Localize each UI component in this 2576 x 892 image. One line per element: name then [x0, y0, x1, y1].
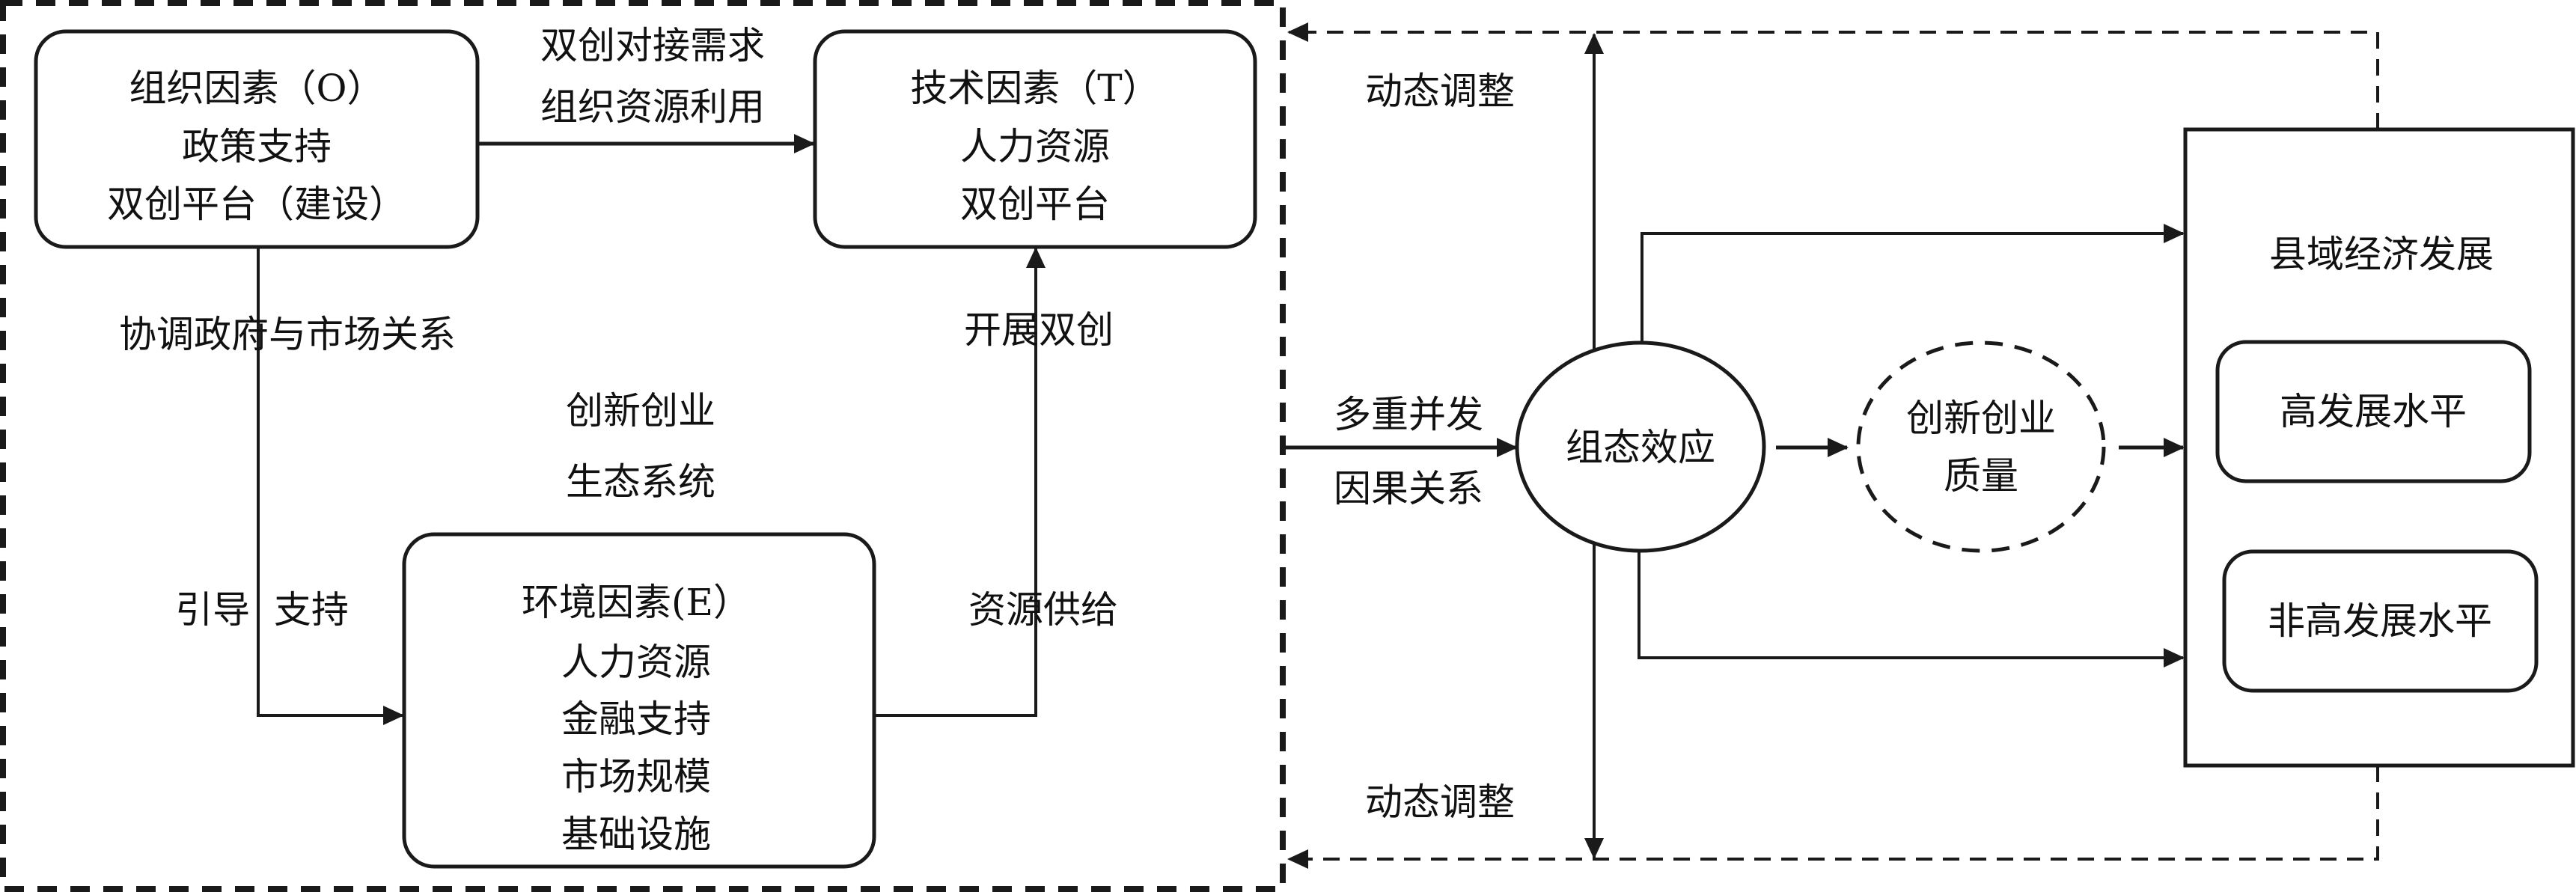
- configuration-effect-node: 组态效应: [1515, 340, 1766, 553]
- arrow-configuration-to-county-top: [1640, 224, 2185, 341]
- feedback-loop-top: [1287, 22, 2379, 129]
- environment-factor-line: 市场规模: [561, 755, 711, 798]
- edge-label-coordinate: 协调政府与市场关系: [119, 313, 456, 356]
- technology-factor-line: 人力资源: [960, 125, 1110, 168]
- dynamic-adjust-label-top: 动态调整: [1365, 70, 1515, 113]
- arrow-e-to-t: [874, 247, 1046, 717]
- ecosystem-label: 生态系统: [566, 460, 715, 504]
- configuration-effect-label: 组态效应: [1566, 426, 1715, 469]
- county-economic-development-box: 县域经济发展 高发展水平 非高发展水平: [2183, 127, 2575, 768]
- high-development-level-box: 高发展水平: [2215, 340, 2532, 483]
- arrow-o-to-e: [257, 247, 404, 725]
- environment-factor-line: 基础设施: [561, 813, 711, 856]
- edge-label-guide-support: 引导 支持: [175, 588, 349, 632]
- organization-factor-title: 组织因素（O）: [129, 67, 385, 110]
- non-high-development-label: 非高发展水平: [2268, 599, 2492, 643]
- environment-factor-line: 金融支持: [561, 697, 711, 741]
- innovation-quality-label: 创新创业: [1906, 397, 2056, 440]
- input-label: 多重并发: [1334, 393, 1483, 436]
- county-development-title: 县域经济发展: [2269, 233, 2494, 276]
- input-label: 因果关系: [1334, 467, 1483, 510]
- technology-factor-line: 双创平台: [960, 183, 1110, 226]
- environment-factor-title: 环境因素(E）: [522, 581, 751, 624]
- environment-factor-box: 环境因素(E） 人力资源 金融支持 市场规模 基础设施: [402, 532, 876, 869]
- edge-label-resource-supply: 资源供给: [968, 588, 1118, 632]
- technology-factor-title: 技术因素（T）: [910, 67, 1159, 110]
- high-development-label: 高发展水平: [2280, 390, 2467, 433]
- innovation-quality-node: 创新创业 质量: [1856, 340, 2106, 553]
- non-high-development-level-box: 非高发展水平: [2222, 549, 2539, 693]
- arrow-configuration-to-county-bottom: [1638, 552, 2185, 668]
- ecosystem-label: 创新创业: [566, 389, 715, 433]
- organization-factor-line: 双创平台（建设）: [107, 183, 406, 226]
- technology-factor-box: 技术因素（T） 人力资源 双创平台: [813, 29, 1257, 249]
- edge-label-o-to-t: 组织资源利用: [540, 85, 765, 129]
- edge-label-o-to-t: 双创对接需求: [540, 24, 765, 67]
- dynamic-adjust-label-bottom: 动态调整: [1365, 780, 1515, 824]
- environment-factor-line: 人力资源: [561, 641, 711, 684]
- edge-label-launch: 开展双创: [964, 308, 1114, 352]
- feedback-loop-bottom: [1287, 766, 2379, 869]
- innovation-quality-label: 质量: [1944, 454, 2018, 498]
- organization-factor-box: 组织因素（O） 政策支持 双创平台（建设）: [34, 29, 480, 249]
- organization-factor-line: 政策支持: [182, 125, 332, 168]
